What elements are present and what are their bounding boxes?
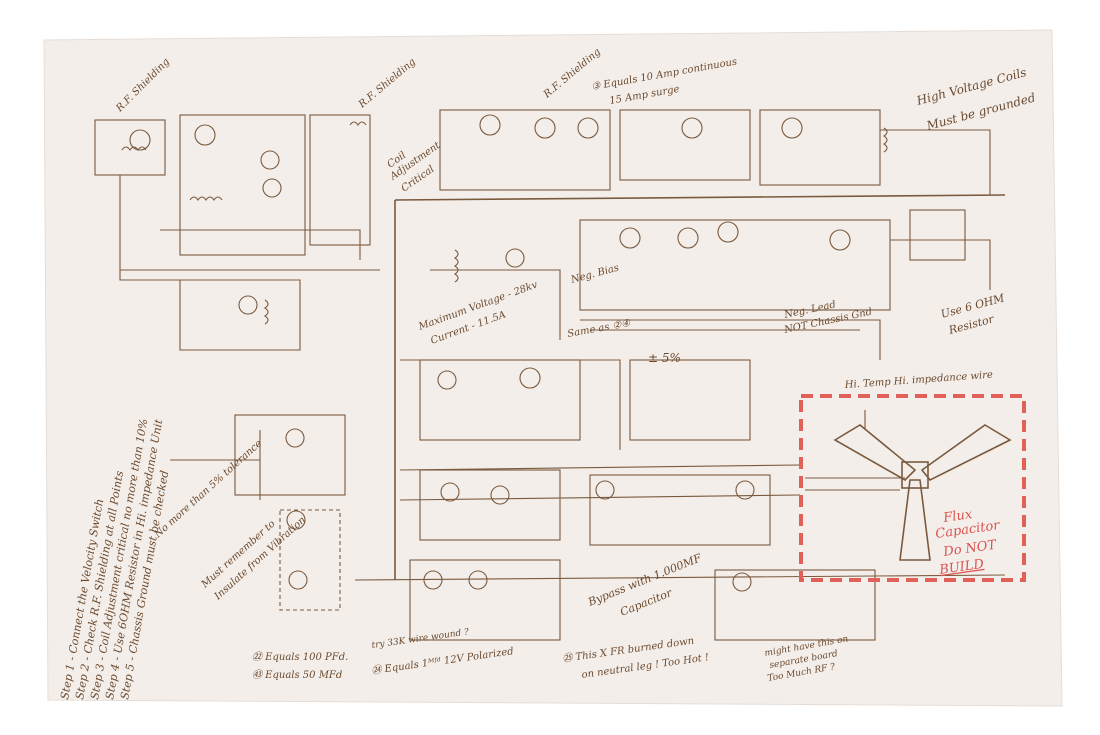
schematic-wiring [94, 109, 1006, 641]
note-equals-50: ㊸ Equals 50 MFd [252, 669, 342, 681]
note-flux-1: Flux [941, 507, 973, 526]
note-equals-100: ㉒ Equals 100 PFd. [252, 651, 348, 663]
note-flux-4: BUILD [937, 557, 985, 578]
note-plus-minus: ± 5% [648, 351, 681, 365]
paper-sheet [43, 29, 1063, 707]
flux-capacitor-box [799, 394, 1026, 582]
flux-capacitor-drawing [805, 410, 1012, 561]
